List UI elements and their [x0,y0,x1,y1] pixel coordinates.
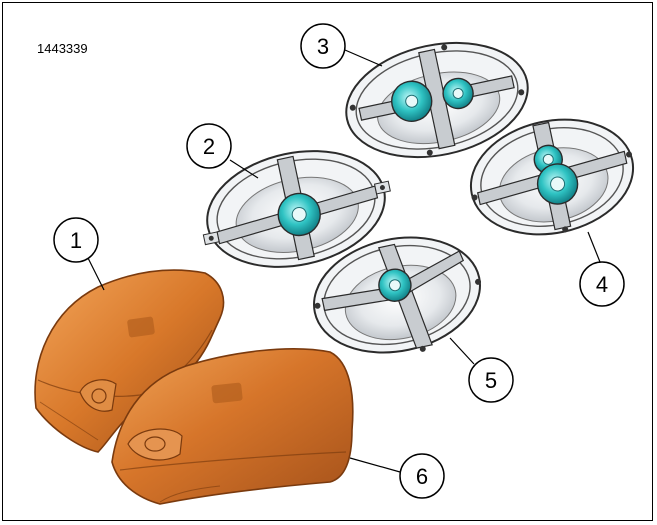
speaker-3 [345,41,529,159]
callout-1: 1 [53,217,105,291]
callout-6: 6 [349,453,445,499]
left-cover [34,269,225,453]
callout-5: 5 [449,337,514,403]
callout-1-number: 1 [70,228,82,253]
speaker-4 [469,118,635,236]
callout-3-number: 3 [317,34,329,59]
figure-id: 1443339 [37,41,88,56]
callout-4-number: 4 [596,272,608,297]
callout-6-number: 6 [416,464,428,489]
callout-4: 4 [579,231,625,307]
speaker-5 [313,236,482,354]
callout-5-number: 5 [485,368,497,393]
callout-2-number: 2 [203,134,215,159]
speaker-2 [202,150,391,268]
callout-2: 2 [186,123,259,179]
right-cover [111,348,354,505]
callout-3: 3 [300,23,383,69]
